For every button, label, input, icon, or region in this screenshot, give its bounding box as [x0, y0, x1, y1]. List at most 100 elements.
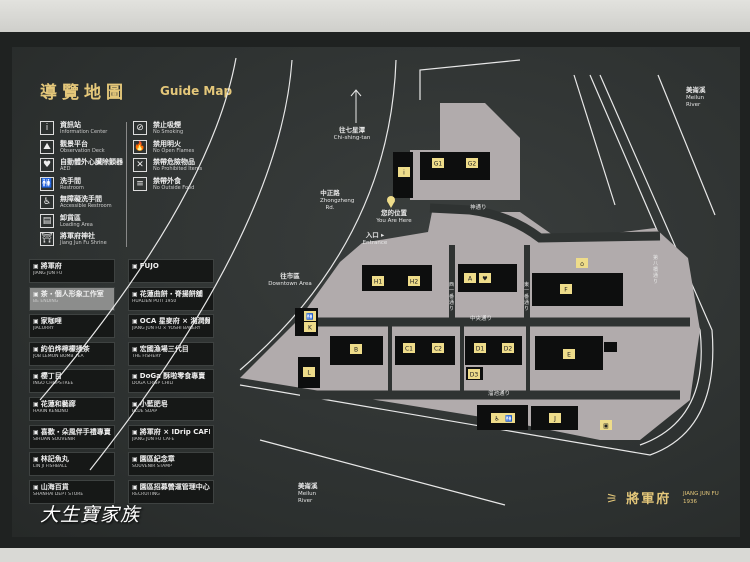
restroom-icon-marker: [503, 413, 515, 423]
roads: [300, 203, 690, 400]
loading-area-icon: ▤: [40, 213, 54, 228]
shop-name-en: THE FISHERY: [132, 353, 161, 359]
building-label-f: F: [564, 287, 568, 294]
shop-name-en: JIACURRY: [33, 326, 54, 332]
aed-icon: ♥: [482, 276, 487, 283]
road-line: [89, 59, 293, 471]
building-label-c2: C2: [434, 346, 442, 353]
shop-icon: ⌂: [580, 261, 584, 268]
legend-en: Information Center: [60, 129, 108, 135]
north-block: [410, 103, 520, 200]
west1-road-label: 西一番通り: [448, 282, 454, 312]
shop-name: 將軍府: [33, 262, 111, 271]
road-line: [239, 59, 397, 371]
legend-zh: 無障礙洗手間: [60, 195, 102, 203]
restroom-icon: 🚻: [505, 415, 513, 423]
legend-zh: 自動體外心臟除顫器: [60, 158, 123, 166]
legend-divider: [126, 122, 127, 247]
building-label-c1-marker: [403, 343, 415, 353]
building-label-l: L: [307, 370, 311, 377]
shop-name: 茶・個人形象工作室: [33, 290, 111, 299]
building-label-j: J: [553, 416, 556, 423]
road-line: [589, 74, 702, 446]
building-label-g1-marker: [432, 158, 444, 168]
shop-name-en: RECRUITING: [132, 491, 160, 497]
building-label-e-marker: [563, 349, 575, 359]
no-prohibited-items-icon: ✕: [133, 158, 147, 172]
building-label-d3-marker: [468, 369, 480, 379]
shop-name-en: JIANG JUN FU × YOSHI BAKERY: [132, 326, 201, 332]
building-label-h1: H1: [374, 279, 383, 286]
directory-card: FUJO: [128, 259, 214, 283]
building-label-d3: D3: [470, 372, 479, 379]
shop-icon-marker: [576, 258, 588, 268]
shen-road: [429, 203, 661, 243]
shop-name-en: SIHUAN SOUVENIR: [33, 436, 76, 442]
legend-zh: 禁帶外食: [153, 176, 181, 185]
legend-zh: 將軍府神社: [60, 232, 95, 240]
legend-en: No Outside Food: [153, 184, 195, 191]
shop-name-en: HUALIEN PUTI 1950: [132, 298, 177, 304]
building-label-k: K: [308, 325, 313, 332]
building-label-a-marker: [464, 273, 476, 283]
shop-name: DoGa 酥啦零食專賣: [132, 372, 210, 381]
building-label-h1-marker: [372, 276, 384, 286]
legend-en: Observation Deck: [60, 147, 105, 154]
shop-name: 櫻丁目: [33, 372, 111, 381]
legend-zh: 卸貨區: [60, 213, 81, 222]
building-label-d2-marker: [502, 343, 514, 353]
building-label-c2-marker: [432, 343, 444, 353]
road-line: [239, 74, 714, 456]
shop-name-en: JIANG JUN FU CAFE: [132, 436, 175, 442]
bridge8-road-label: 第八橋通り: [652, 255, 658, 285]
no-open-flames-icon: 🔥: [133, 139, 147, 154]
shop-name-en: JIANG JUN FU: [33, 271, 63, 276]
aed-icon: ♥: [40, 158, 54, 172]
building-label-i: i: [403, 170, 405, 177]
shop-name: 園區招募營運管理中心: [132, 483, 210, 492]
building-annex: [604, 342, 617, 352]
you-are-here-pin-icon: [387, 196, 395, 208]
central-road-label: 中央通り: [470, 316, 493, 322]
legend-en: No Open Flames: [153, 147, 195, 154]
shop-name: 家咖哩: [33, 317, 111, 326]
shop-name: 園區紀念章: [132, 455, 210, 464]
stamp-icon-marker: [600, 420, 612, 430]
legend-zh: 觀景平台: [60, 139, 88, 148]
restroom-icon: 🚻: [40, 176, 54, 191]
shop-name-en: LIN JI FISHBALL: [33, 464, 68, 470]
building-label-f-marker: [560, 284, 572, 294]
legend-en: Loading Area: [60, 221, 93, 228]
no-smoking-icon: ⊘: [133, 121, 147, 135]
legend-en: Accessible Restroom: [60, 203, 112, 209]
legend-en: No Prohibited Items: [153, 166, 203, 172]
road-line: [259, 439, 506, 506]
road-line: [573, 74, 616, 206]
building-g: [420, 152, 490, 180]
pond-road-label: 溜池通り: [488, 391, 511, 397]
wall-background: [0, 0, 750, 32]
building-label-d1-marker: [474, 343, 486, 353]
shop-name-en: BE ENDING: [33, 298, 59, 304]
building-label-b: B: [354, 347, 358, 354]
road-line: [419, 59, 521, 100]
